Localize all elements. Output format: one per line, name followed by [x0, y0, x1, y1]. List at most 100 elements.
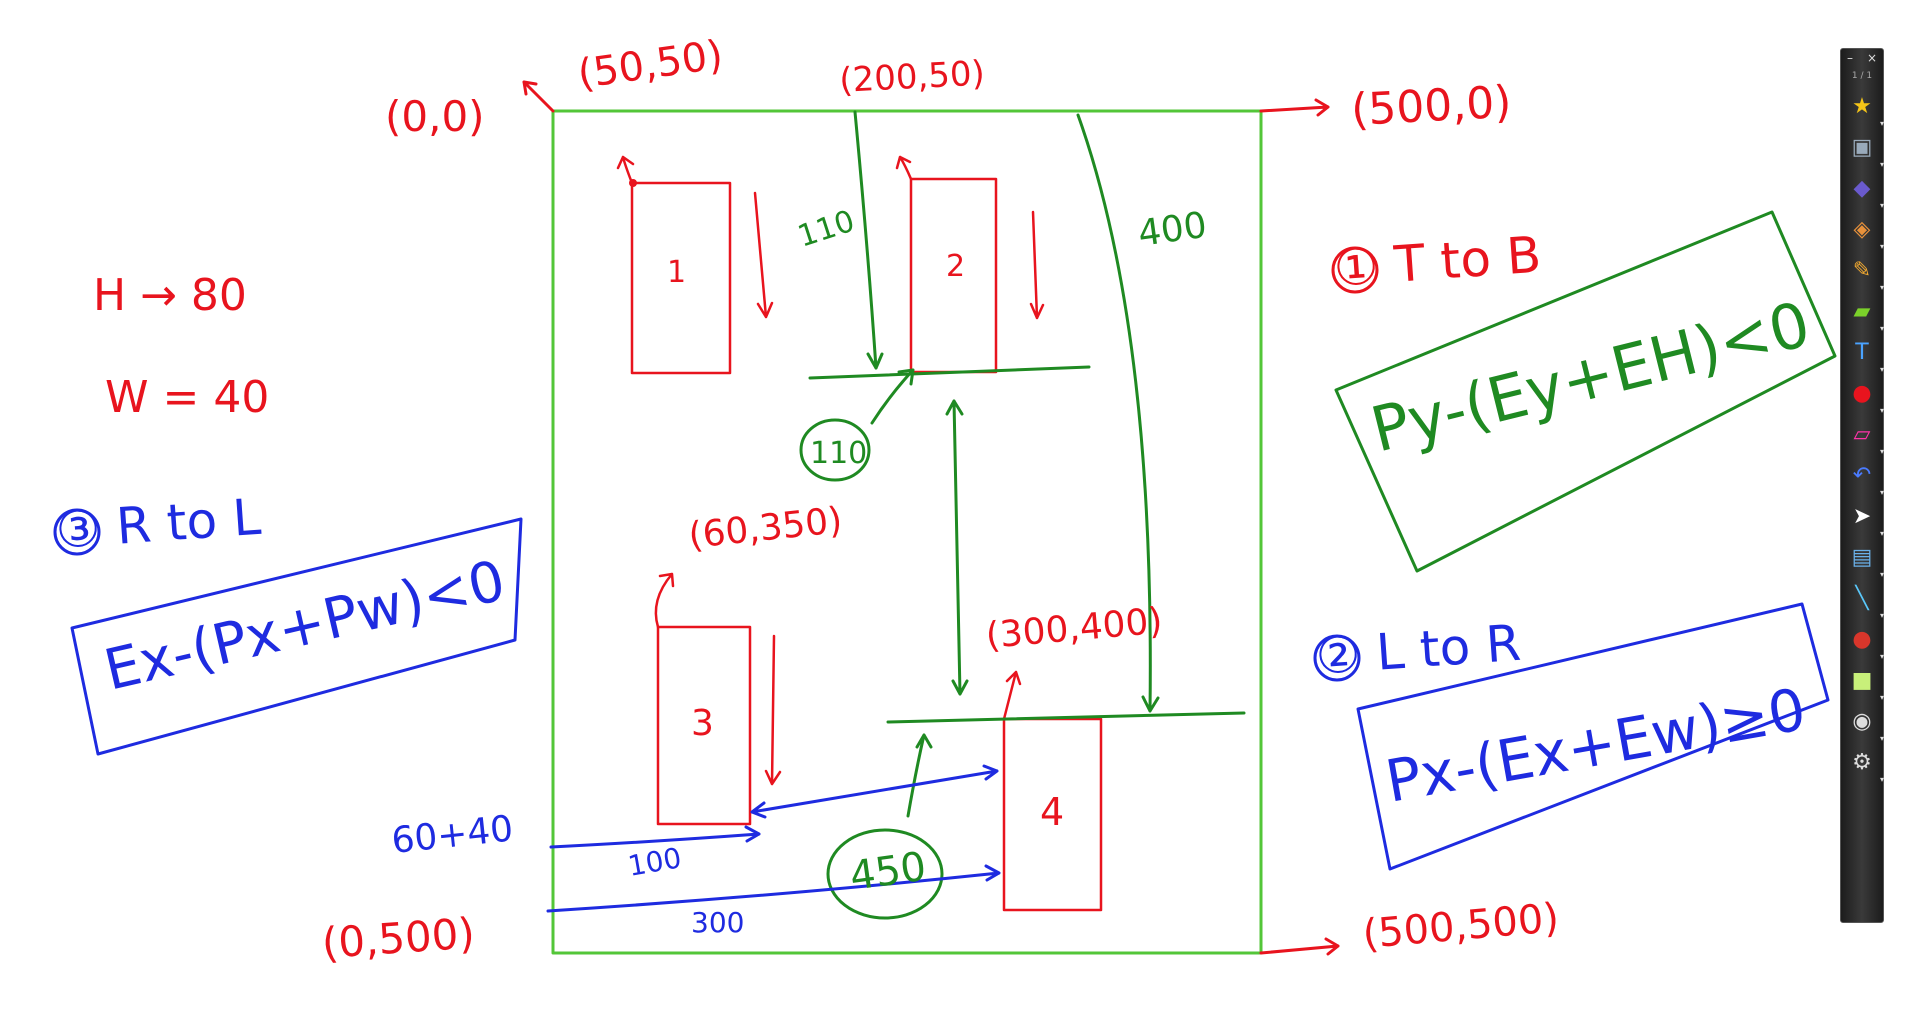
box1-number: 1	[667, 255, 686, 290]
fill-icon: ■	[1851, 667, 1873, 693]
dropdown-arrow-icon[interactable]: ▾	[1879, 529, 1884, 538]
image-icon: ▤	[1851, 544, 1873, 570]
dropdown-arrow-icon[interactable]: ▾	[1879, 652, 1884, 661]
rule2-circle	[1313, 634, 1361, 682]
eraser-icon: ◆	[1853, 175, 1871, 201]
label-200-50: (200,50)	[838, 53, 985, 101]
dropdown-arrow-icon[interactable]: ▾	[1879, 365, 1884, 374]
paint-tool-button[interactable]: ◈▾	[1846, 213, 1884, 252]
label-110-circled: 110	[810, 436, 867, 471]
green-line-bottom	[886, 711, 1246, 724]
dropdown-arrow-icon[interactable]: ▾	[1879, 283, 1884, 292]
label-h: H → 80	[93, 270, 247, 321]
label-100: 100	[625, 841, 683, 883]
box-3	[656, 625, 752, 826]
rule3-circle	[53, 508, 101, 556]
dropdown-arrow-icon[interactable]: ▾	[1879, 242, 1884, 251]
eraser-tool-button[interactable]: ◆▾	[1846, 172, 1884, 211]
label-500-0: (500,0)	[1350, 77, 1513, 136]
dropdown-arrow-icon[interactable]: ▾	[1879, 119, 1884, 128]
text-tool-button[interactable]: T▾	[1846, 336, 1884, 375]
fill-tool-button[interactable]: ■▾	[1846, 664, 1884, 703]
dropdown-arrow-icon[interactable]: ▾	[1879, 693, 1884, 702]
line-icon: ╲	[1855, 585, 1869, 611]
label-110-top: 110	[794, 204, 859, 255]
color-tool-button[interactable]: ●▾	[1846, 377, 1884, 416]
label-50-50: (50,50)	[575, 32, 726, 98]
rule1-title: ① T to B	[1332, 226, 1543, 298]
blue-arrow-300	[546, 864, 1001, 913]
settings-icon: ⚙	[1852, 749, 1872, 775]
arrow-right-top	[1259, 98, 1330, 117]
green-double-arrow	[945, 399, 969, 696]
arrow-origin	[522, 80, 555, 113]
label-450: 450	[847, 844, 929, 900]
box1-corner-dot	[629, 179, 637, 187]
save-tool-button[interactable]: ▣▾	[1846, 131, 1884, 170]
pointer-icon: ➤	[1852, 503, 1872, 529]
dropdown-arrow-icon[interactable]: ▾	[1879, 447, 1884, 456]
pencil-tool-button[interactable]: ✎▾	[1846, 254, 1884, 293]
highlighter-tool-button[interactable]: ▰▾	[1846, 295, 1884, 334]
down-arrow-2	[1029, 210, 1045, 320]
rule1-formula: Py-(Ey+EH)<0	[1364, 287, 1817, 466]
dropdown-arrow-icon[interactable]: ▾	[1879, 324, 1884, 333]
line-tool-button[interactable]: ╲▾	[1846, 582, 1884, 621]
box3-number: 3	[691, 703, 714, 744]
text-icon: T	[1855, 339, 1869, 365]
rule2-formula: Px-(Ex+Ew)≥0	[1381, 675, 1811, 816]
camera-tool-button[interactable]: ◉▾	[1846, 705, 1884, 744]
rule2-title: ② L to R	[1314, 614, 1523, 686]
label-0-500: (0,500)	[320, 908, 476, 968]
circle-450	[826, 828, 944, 920]
box1-corner-arrow	[616, 155, 635, 185]
image-tool-button[interactable]: ▤▾	[1846, 541, 1884, 580]
shape-tool-button[interactable]: ●▾	[1846, 623, 1884, 662]
rule1-box	[1334, 210, 1837, 573]
rule3-title: ③ R to L	[54, 488, 263, 560]
dropdown-arrow-icon[interactable]: ▾	[1879, 734, 1884, 743]
down-arrow-1	[753, 191, 774, 319]
label-300: 300	[691, 906, 744, 939]
annotation-toolbar: – × 1 / 1 ★▾▣▾◆▾◈▾✎▾▰▾T▾●▾▱▾↶▾➤▾▤▾╲▾●▾■▾…	[1840, 48, 1884, 923]
rule3-box	[70, 517, 523, 756]
blue-double-arrow	[750, 764, 999, 819]
green-line-top	[808, 365, 1091, 380]
label-60-40: 60+40	[390, 808, 515, 862]
circle-110	[799, 418, 871, 482]
close-button[interactable]: ×	[1866, 51, 1877, 65]
dropdown-arrow-icon[interactable]: ▾	[1879, 201, 1884, 210]
dropdown-arrow-icon[interactable]: ▾	[1879, 488, 1884, 497]
label-w: W = 40	[105, 372, 269, 423]
green-arrow-110	[853, 110, 884, 370]
highlighter-icon: ▰	[1853, 298, 1871, 324]
box4-corner-arrow	[1002, 670, 1022, 721]
pencil-icon: ✎	[1852, 257, 1872, 283]
rubber-tool-button[interactable]: ▱▾	[1846, 418, 1884, 457]
camera-icon: ◉	[1852, 708, 1872, 734]
label-origin: (0,0)	[385, 92, 485, 141]
label-300-400: (300,400)	[984, 601, 1164, 657]
dropdown-arrow-icon[interactable]: ▾	[1879, 570, 1884, 579]
blue-arrow-100	[549, 825, 761, 849]
label-400: 400	[1136, 205, 1210, 255]
dropdown-arrow-icon[interactable]: ▾	[1879, 611, 1884, 620]
green-arrow-400	[1076, 113, 1160, 713]
shape-icon: ●	[1852, 626, 1872, 652]
star-pen-tool-button[interactable]: ★▾	[1846, 90, 1884, 129]
pointer-tool-button[interactable]: ➤▾	[1846, 500, 1884, 539]
undo-tool-button[interactable]: ↶▾	[1846, 459, 1884, 498]
down-arrow-3	[764, 634, 782, 786]
dropdown-arrow-icon[interactable]: ▾	[1879, 160, 1884, 169]
arrow-right-bottom	[1259, 937, 1340, 956]
dropdown-arrow-icon[interactable]: ▾	[1879, 775, 1884, 784]
settings-tool-button[interactable]: ⚙▾	[1846, 746, 1884, 785]
dropdown-arrow-icon[interactable]: ▾	[1879, 406, 1884, 415]
label-60-350: (60,350)	[687, 500, 845, 557]
green-arrow-to-bottom-line	[906, 733, 933, 818]
minimize-button[interactable]: –	[1847, 51, 1853, 65]
box2-number: 2	[946, 249, 965, 284]
page-indicator: 1 / 1	[1851, 71, 1873, 81]
star-pen-icon: ★	[1852, 93, 1872, 119]
